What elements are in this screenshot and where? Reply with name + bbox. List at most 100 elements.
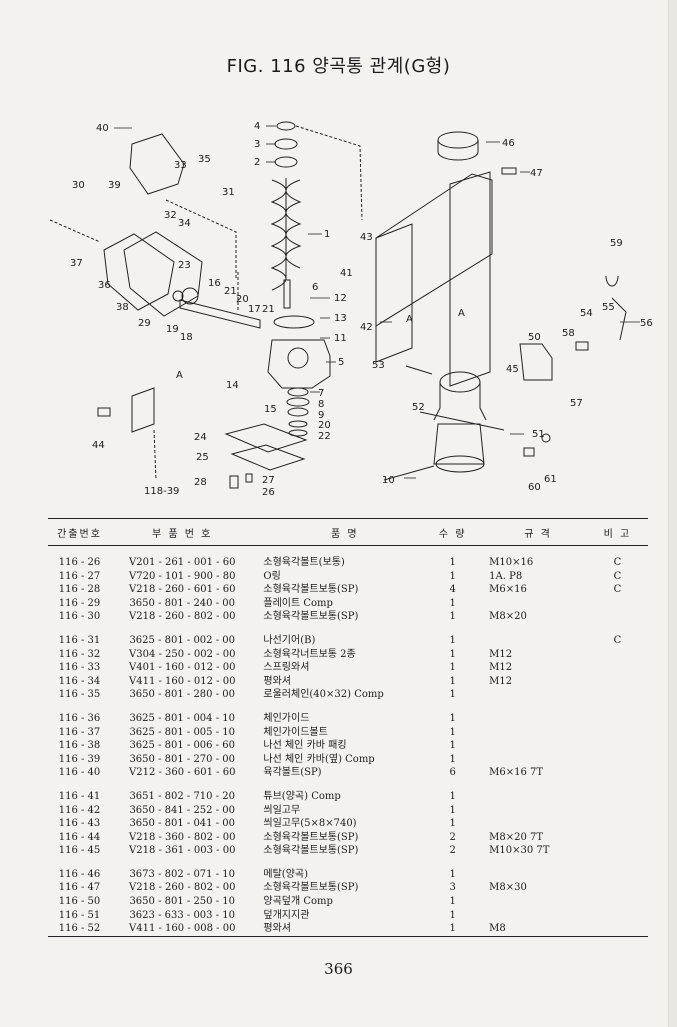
shaft-part-16	[179, 299, 261, 329]
callout-label: 14	[226, 380, 239, 391]
column-header-name: 품 명	[253, 518, 427, 546]
cell-name: 소형육각볼트보통(SP)	[263, 611, 359, 623]
callout-label: 57	[570, 398, 583, 409]
callout-label: 7	[318, 388, 324, 399]
cell-quantity: 1	[449, 740, 456, 752]
cell-name: 소형육각볼트보통(SP)	[263, 845, 359, 857]
cell-part-number: V201 - 261 - 001 - 60	[129, 557, 236, 568]
callout-label: 45	[506, 364, 519, 375]
cell-index: 116 - 51	[58, 909, 101, 921]
cell-spec: M12	[489, 662, 513, 674]
cell-index: 116 - 42	[58, 804, 101, 816]
callout-label: 24	[194, 432, 207, 443]
cell-quantity: 1	[449, 909, 456, 921]
callout-label: 50	[528, 332, 541, 343]
cell-remark	[587, 648, 648, 662]
column-header-index: 간출번호	[48, 518, 112, 546]
cell-index: 116 - 33	[58, 662, 101, 674]
callout-label: 36	[98, 280, 111, 291]
callout-label: 17	[248, 304, 261, 315]
callout-label: 60	[528, 482, 541, 493]
cell-quantity: 1	[449, 726, 456, 738]
callout-label: 58	[562, 328, 575, 339]
cell-quantity: 1	[449, 634, 456, 646]
callout-label: 28	[194, 477, 207, 488]
cell-part-number: 3650 - 801 - 270 - 00	[129, 753, 235, 765]
cell-spec: M6×16	[489, 584, 527, 596]
group-spacer	[48, 858, 648, 868]
callout-label: 11	[334, 333, 347, 344]
cover-part-50	[519, 343, 553, 381]
cell-quantity: 1	[449, 662, 456, 674]
callout-label: 12	[334, 293, 347, 304]
cell-part-number: V218 - 260 - 802 - 00	[129, 611, 236, 623]
cell-quantity: 1	[449, 597, 456, 609]
callout-label: 38	[116, 302, 129, 313]
cell-remark	[587, 868, 648, 882]
cell-part-number: V411 - 160 - 012 - 00	[129, 675, 236, 687]
cell-remark	[587, 766, 648, 780]
callout-label: 33	[174, 160, 187, 171]
gear-case-part-5	[267, 339, 331, 389]
cell-name: 씌일고무	[263, 804, 301, 816]
cell-spec: M6×16 7T	[489, 767, 544, 779]
cell-name: 플레이트 Comp	[263, 597, 333, 609]
cell-name: 씌일고무(5×8×740)	[263, 818, 357, 830]
cell-part-number: 3650 - 801 - 240 - 00	[129, 597, 235, 609]
cell-part-number: 3650 - 841 - 252 - 00	[129, 804, 235, 816]
cell-remark	[587, 675, 648, 689]
cell-index: 116 - 39	[58, 753, 101, 765]
column-header-part-number: 부 품 번 호	[111, 518, 254, 546]
cell-quantity: 4	[449, 584, 456, 596]
funnel-part	[433, 382, 487, 421]
cell-remark	[587, 817, 648, 831]
callout-label: 4	[254, 121, 260, 132]
cell-part-number: 3650 - 801 - 280 - 00	[129, 689, 235, 701]
bottom-plate-part-24	[224, 423, 308, 453]
table-header-row: 간출번호 부 품 번 호 품 명 수 량 규 격 비 고	[48, 518, 648, 546]
cell-remark	[587, 739, 648, 753]
cell-spec	[479, 726, 587, 740]
cell-name: 나선 체인 카바(옆) Comp	[263, 753, 375, 765]
cell-remark	[587, 753, 648, 767]
cell-remark	[587, 597, 648, 611]
cell-index: 116 - 29	[58, 597, 101, 609]
cell-remark	[587, 790, 648, 804]
cell-remark: C	[613, 584, 622, 596]
cell-remark	[587, 712, 648, 726]
callout-label: 41	[340, 268, 353, 279]
seal-part-22	[288, 429, 308, 437]
cell-part-number: V218 - 260 - 802 - 00	[129, 882, 236, 894]
cell-part-number: 3651 - 802 - 710 - 20	[129, 790, 235, 802]
cell-spec: M12	[489, 648, 513, 660]
cell-spec: M8×20 7T	[489, 831, 544, 843]
callout-label: 55	[602, 302, 615, 313]
cell-name: 양곡덮개 Comp	[263, 896, 333, 908]
callout-label: 43	[360, 232, 373, 243]
cell-name: 스프링와셔	[263, 662, 310, 674]
cell-name: 체인가이드볼트	[263, 726, 328, 738]
callout-label: 21	[262, 304, 275, 315]
washer-part-9	[287, 407, 309, 417]
cell-part-number: 3623 - 633 - 003 - 10	[129, 909, 235, 921]
cell-name: 체인가이드	[263, 712, 310, 724]
callout-label: 46	[502, 138, 515, 149]
page-number: 366	[324, 960, 353, 978]
cell-index: 116 - 40	[58, 767, 101, 779]
cell-name: 소형육각볼트보통(SP)	[263, 584, 359, 596]
cell-remark	[587, 831, 648, 845]
metal-part-46	[437, 131, 479, 149]
callout-label: 18	[180, 332, 193, 343]
cell-name: 평와셔	[253, 922, 427, 937]
cell-index: 116 - 35	[58, 689, 101, 701]
cell-part-number: 3673 - 802 - 071 - 10	[129, 868, 235, 880]
callout-label: 25	[196, 452, 209, 463]
cell-name: 소형육각너트보통 2종	[263, 648, 356, 660]
callout-label: 21	[224, 286, 237, 297]
